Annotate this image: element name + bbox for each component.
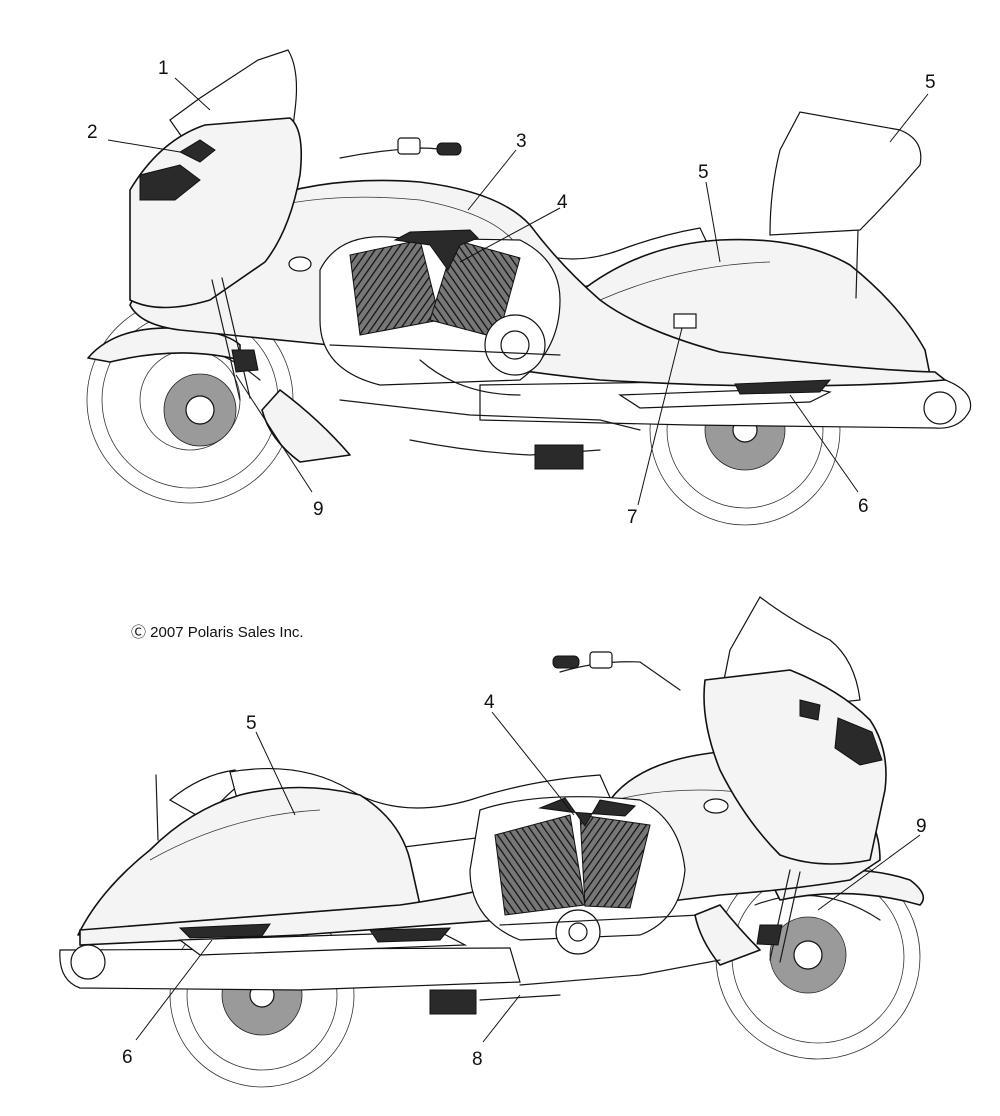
callout-4-bottom: 4 [484,692,495,713]
callout-9-bottom: 9 [916,816,927,837]
callout-5a: 5 [925,72,936,93]
callout-2: 2 [87,122,98,143]
callouts-bottom: 4 5 6 8 9 [122,692,927,1070]
copyright-notice: Ⓒ 2007 Polaris Sales Inc. [131,624,304,641]
callout-7: 7 [627,507,638,528]
callout-9-top: 9 [313,499,324,520]
callout-3: 3 [516,131,527,152]
motorcycle-right-side-view [59,596,925,1088]
callout-5-bottom: 5 [246,713,257,734]
callout-6: 6 [858,496,869,517]
callout-1: 1 [158,58,169,79]
decal-7-label-top [673,313,697,329]
motorcycle-left-side-view [86,49,972,526]
callout-6-bottom: 6 [122,1047,133,1068]
engine-top [319,229,561,396]
engine-bottom [469,796,701,955]
callout-8: 8 [472,1049,483,1070]
callout-5b: 5 [698,162,709,183]
callout-4: 4 [557,192,568,213]
callouts-top: 1 2 3 4 5 5 6 7 9 [87,58,936,528]
